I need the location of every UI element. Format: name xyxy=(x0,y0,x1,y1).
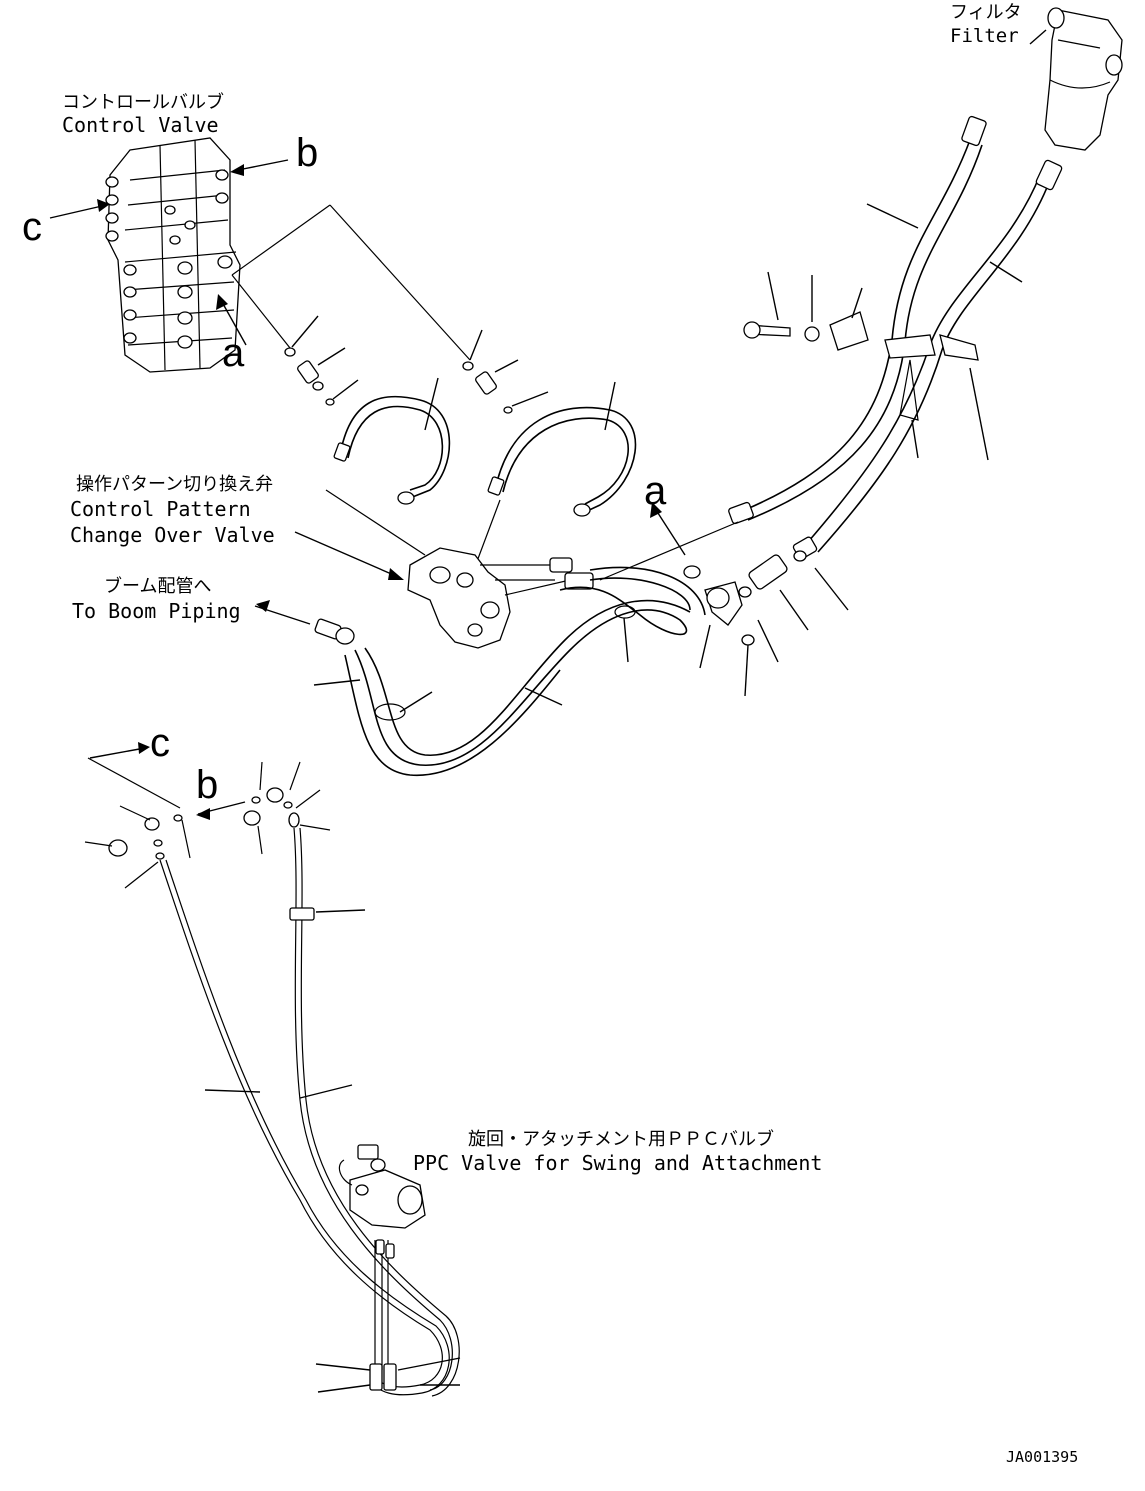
elbow-fittings xyxy=(599,521,849,697)
boom-label: ブーム配管へ To Boom Piping xyxy=(72,575,241,623)
marker-a-top: a xyxy=(222,331,245,375)
ppc-valve xyxy=(338,1144,426,1259)
view-marker-letters: b c a a c b xyxy=(22,131,667,807)
clamp-bolt xyxy=(743,271,989,461)
fittings-cpcv xyxy=(549,557,594,590)
boom-label-en: To Boom Piping xyxy=(72,599,241,623)
ppc-label: 旋回・アタッチメント用ＰＰＣバルブ PPC Valve for Swing an… xyxy=(413,1128,822,1175)
filter-label-en: Filter xyxy=(950,25,1019,47)
marker-b-top: b xyxy=(296,131,318,175)
main-hoses xyxy=(313,566,706,776)
control-valve-label: コントロールバルブ Control Valve xyxy=(62,91,224,137)
cpcv-label-jp: 操作パターン切り換え弁 xyxy=(76,474,273,495)
view-arrow-a-line xyxy=(655,509,686,556)
filter-hoses xyxy=(728,115,1063,560)
control-valve-label-en: Control Valve xyxy=(62,113,219,137)
ppc-label-en: PPC Valve for Swing and Attachment xyxy=(413,1151,822,1175)
control-pattern-change-over-valve xyxy=(407,547,571,649)
ppc-label-jp: 旋回・アタッチメント用ＰＰＣバルブ xyxy=(468,1128,774,1150)
leader-cpcv-label xyxy=(294,531,397,577)
marker-a-right: a xyxy=(644,469,667,513)
marker-b-bottom: b xyxy=(196,763,218,807)
filter-label: フィルタ Filter xyxy=(950,2,1022,47)
arrow-boom xyxy=(256,600,270,612)
lower-fittings xyxy=(84,761,331,889)
marker-c-top: c xyxy=(22,205,42,249)
control-valve-label-jp: コントロールバルブ xyxy=(62,91,224,113)
drawing-number: JA001395 xyxy=(1006,1448,1078,1466)
view-bc-leaders xyxy=(87,742,246,820)
control-valve-body xyxy=(105,137,241,373)
view-arrow-a-head xyxy=(650,502,662,518)
cpcv-label-en-2: Change Over Valve xyxy=(70,523,275,547)
cpcv-label-en-1: Control Pattern xyxy=(70,497,251,521)
filter-assembly xyxy=(1029,7,1123,151)
boom-label-jp: ブーム配管へ xyxy=(104,575,211,597)
cpcv-label: 操作パターン切り換え弁 Control Pattern Change Over … xyxy=(70,474,275,547)
filter-label-jp: フィルタ xyxy=(950,2,1022,23)
arrow-cpcv xyxy=(388,568,404,580)
fittings-cv xyxy=(284,315,549,414)
view-arrows-control-valve xyxy=(49,159,289,346)
ppc-hoses xyxy=(159,827,461,1397)
marker-c-bottom: c xyxy=(150,721,170,765)
leader-lines-cv xyxy=(231,204,471,361)
loop-hoses xyxy=(333,377,637,517)
